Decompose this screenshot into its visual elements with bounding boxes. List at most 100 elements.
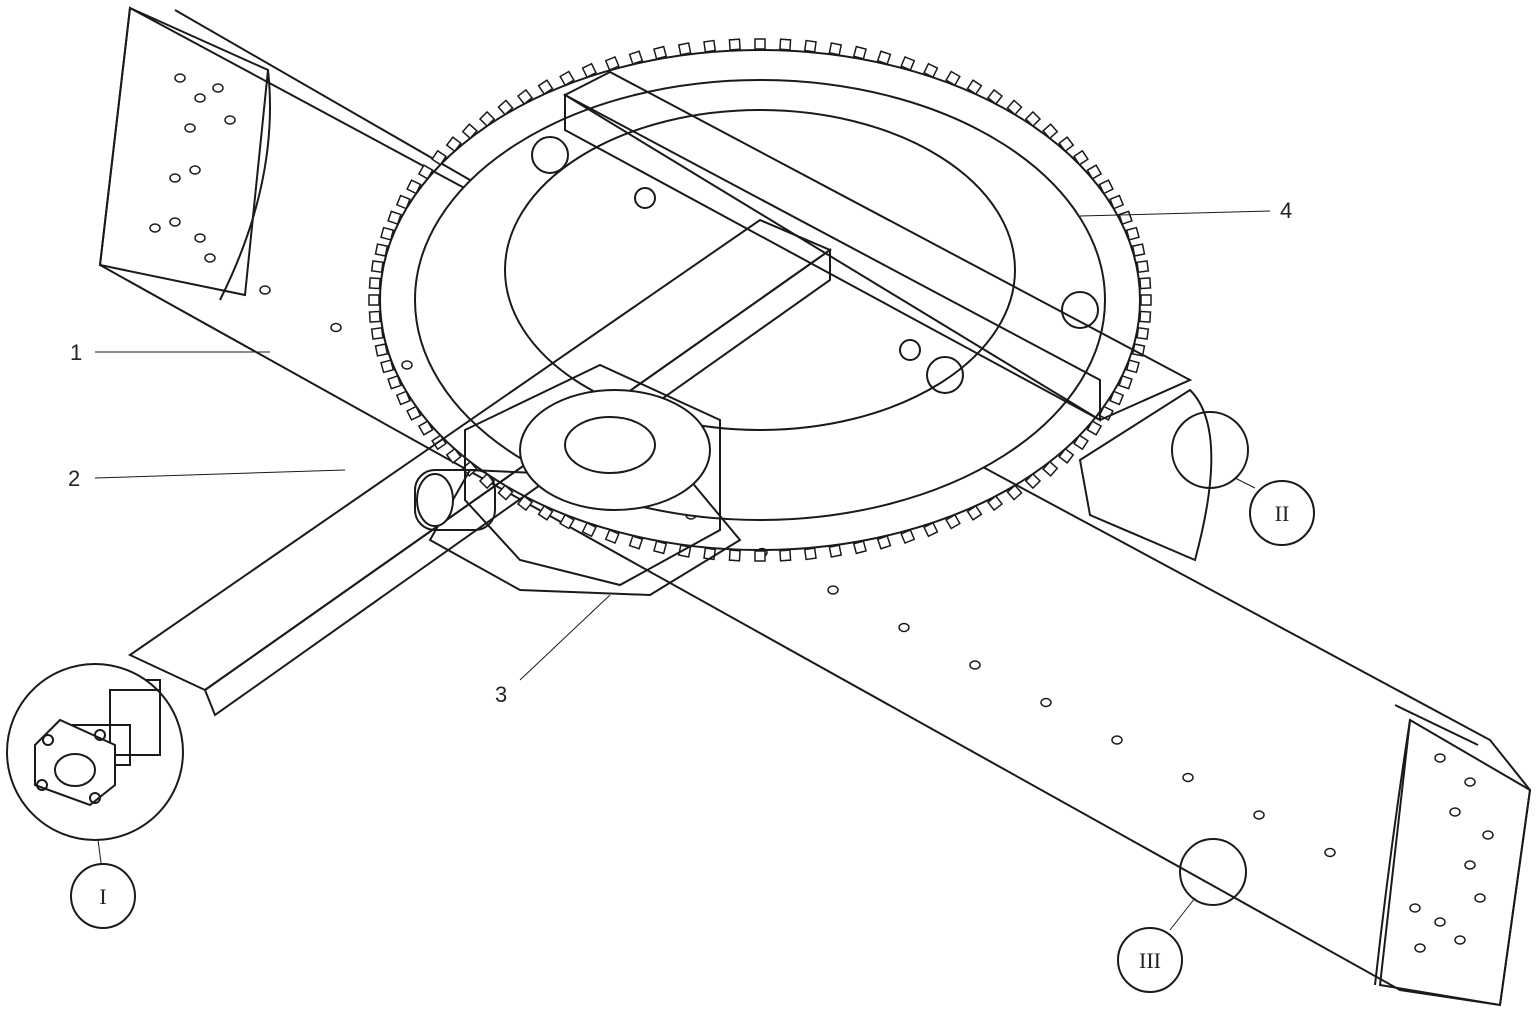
gear-tooth [559,70,575,87]
bolt-hole [401,360,413,370]
gear-tooth [986,88,1004,105]
bolt-hole [330,322,342,333]
gear-tooth [417,420,434,436]
gear-tooth [461,123,478,140]
bolt-hole [224,115,236,125]
callout-detail-ii: II [1249,480,1315,546]
gear-tooth [604,55,620,71]
bolt-hole [204,253,216,263]
gear-tooth [728,38,741,51]
gear-tooth [395,194,411,210]
gear-tooth [703,39,717,53]
gear-tooth [1042,460,1059,477]
gear-tooth [779,38,792,51]
rollers [531,136,1099,394]
gear-tooth [370,260,384,274]
callout-detail-i: I [70,863,136,929]
bolt-hole [969,660,981,670]
gear-tooth [966,504,983,521]
bolt-hole [1409,903,1421,913]
gear-tooth [581,521,597,538]
gear-tooth [1125,359,1140,374]
gear-tooth [1139,277,1152,290]
gear-tooth [986,495,1004,512]
bolt-hole [189,165,201,175]
gear-tooth [461,460,478,477]
gear-tooth [828,544,843,558]
bolt-hole [898,622,910,633]
gear-tooth [728,549,741,562]
bolt-hole [1434,753,1446,763]
gear-tooth [1139,310,1152,323]
leader-lines [94,210,1271,681]
gear-tooth [876,535,892,550]
gear-tooth [1136,260,1150,274]
gear-tooth [604,529,620,545]
bolt-hole [827,585,839,595]
gear-tooth [497,484,514,501]
gear-tooth [380,226,395,241]
gear-tooth [852,45,867,60]
gear-tooth [406,405,422,421]
gear-tooth [374,343,389,357]
gear-tooth [923,521,939,538]
gear-tooth [945,513,961,530]
tilt-mechanism [1078,388,1213,562]
gear-tooth [1140,294,1152,306]
bolt-hole [259,285,271,295]
callout-detail-iii: III [1117,927,1183,993]
gear-tooth [370,326,384,340]
bolt-hole [169,217,181,227]
bolt-hole [1324,847,1336,858]
gear-tooth [1118,374,1133,390]
callout-detail-iii-text: III [1139,948,1161,973]
bolt-hole [1182,772,1194,783]
gear-tooth [537,504,554,521]
gear-tooth [537,79,554,96]
bolt-hole [1111,735,1123,745]
bolt-hole [1454,935,1466,945]
gear-tooth [1058,136,1075,153]
gear-tooth [1086,164,1103,180]
gear-tooth [581,62,597,79]
gear-tooth [1109,390,1125,406]
gear-tooth [754,550,766,562]
callout-detail-ii-text: II [1275,501,1290,526]
gear-tooth [368,310,381,323]
gear-tooth [1086,420,1103,436]
gear-tooth [368,294,380,306]
callout-detail-i-text: I [99,884,106,909]
label-part-4: 4 [1280,198,1292,223]
bolt-hole [212,83,224,93]
gear-tooth [380,359,395,374]
gear-tooth [368,277,381,290]
bolt-hole [149,223,161,233]
gear-tooth [754,38,766,50]
blade [98,6,1532,1007]
gear-tooth [876,50,892,65]
gear-tooth [387,210,402,226]
gear-tooth [628,50,644,65]
gear-tooth [1024,110,1042,128]
gear-tooth [1006,99,1023,116]
gear-tooth [945,70,961,87]
gear-tooth [478,110,496,128]
bolt-hole [1482,830,1494,840]
gear-tooth [779,549,792,562]
gear-tooth [803,547,817,561]
bolt-hole [194,233,206,243]
bolt-hole [1434,917,1446,927]
gear-tooth [923,62,939,79]
bolt-hole [1464,860,1476,870]
gear-tooth [1109,194,1125,210]
label-part-2: 2 [68,466,80,491]
gear-tooth [497,99,514,116]
gear-tooth [431,149,448,166]
gear-tooth [406,179,422,195]
gear-tooth [653,45,668,60]
bolt-hole [1253,810,1265,820]
gear-tooth [516,495,534,512]
gear-tooth [417,164,434,180]
gear-tooth [1072,149,1089,166]
